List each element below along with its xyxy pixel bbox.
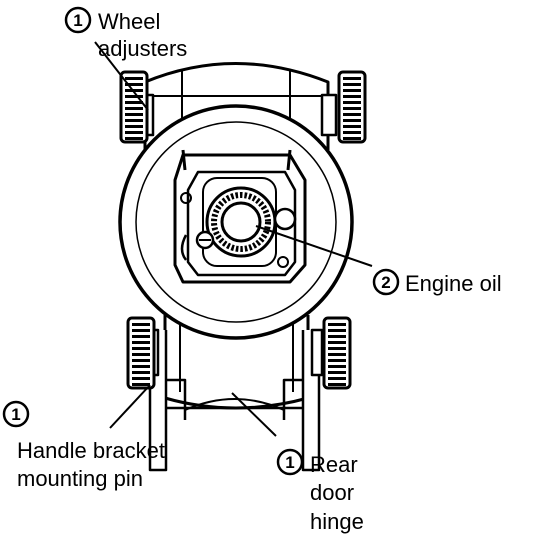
wheel [322,316,352,390]
callout-label: door [310,480,354,505]
callout-number-badge [372,268,400,296]
callout-rear-door-hinge: 1 Rear door hinge [276,448,364,534]
callout-label: hinge [310,509,364,534]
callout-label: adjusters [98,36,187,61]
callout-label: Handle bracket [17,438,165,463]
callout-label: Rear [310,452,358,477]
callout-label: Wheel [98,9,160,34]
callout-number: 1 [73,11,82,30]
oil-fill-cap [273,207,297,231]
callout-number-badge [64,6,92,34]
callout-engine-oil: 2 Engine oil [372,268,502,296]
callout-handle-bracket-pin: 1 Handle bracket mounting pin [2,400,165,491]
leader-lines [94,41,373,437]
callout-number: 1 [11,405,20,424]
wheel [337,70,367,144]
callout-label: mounting pin [17,466,143,491]
wheel [126,316,156,390]
callout-number: 1 [285,453,294,472]
callout-label: Engine oil [405,271,502,296]
callout-number: 2 [381,273,390,292]
wheel [119,70,149,144]
callout-number-badge [276,448,304,476]
callout-number-badge [2,400,30,428]
flywheel [195,186,297,258]
callout-wheel-adjusters: 1 Wheel adjusters [64,6,187,61]
